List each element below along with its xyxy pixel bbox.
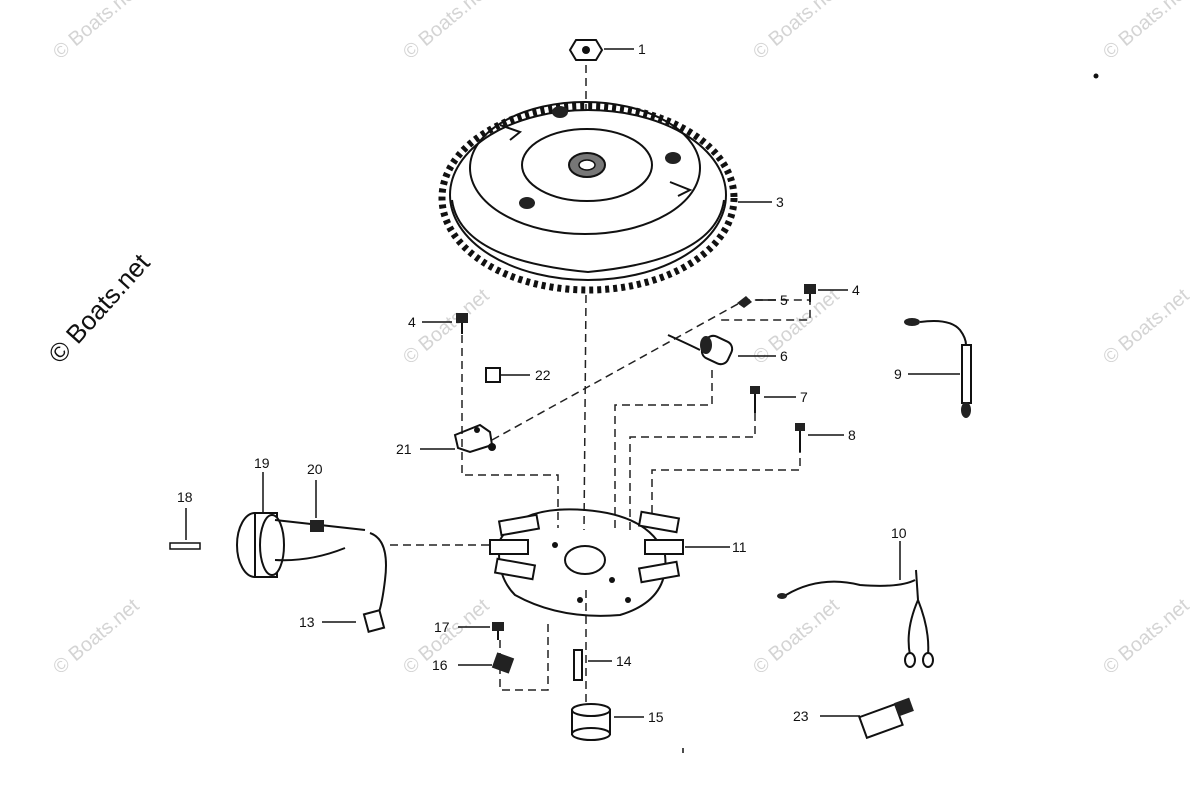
- callout-4: 4: [408, 314, 416, 330]
- callout-23: 23: [793, 708, 809, 724]
- part-7-screw: [750, 386, 760, 413]
- part-20-clamp: [310, 520, 324, 532]
- callout-15: 15: [648, 709, 664, 725]
- part-10-wire-harness: [777, 569, 934, 668]
- part-21-breaker-point: [453, 423, 496, 454]
- callout-4: 4: [852, 282, 860, 298]
- part-15-bushing: [571, 703, 611, 741]
- part-3-flywheel: [438, 101, 738, 294]
- leader-lines: [185, 48, 960, 718]
- watermark: © Boats.net: [1099, 284, 1194, 368]
- watermark: © Boats.net: [749, 0, 844, 64]
- watermark: © Boats.net: [1099, 0, 1194, 64]
- part-14-key: [573, 649, 583, 681]
- speck: [1093, 73, 1099, 79]
- callout-11: 11: [732, 539, 747, 555]
- watermark: © Boats.net: [49, 0, 144, 64]
- part-4-screw: [456, 313, 468, 334]
- callout-19: 19: [254, 455, 270, 471]
- watermark-layer: © Boats.net © Boats.net © Boats.net © Bo…: [42, 0, 1194, 679]
- callout-3: 3: [776, 194, 784, 210]
- part-22-clip: [485, 367, 501, 383]
- part-8-screw: [795, 423, 805, 452]
- part-17-screw: [492, 622, 504, 640]
- watermark: © Boats.net: [49, 594, 144, 678]
- callout-13: 13: [299, 614, 315, 630]
- watermark: © Boats.net: [399, 0, 494, 64]
- callout-labels: 1 3 4 4 5 6 7 8 9 10 11 13 14 15 16 17 1…: [177, 41, 907, 725]
- callout-10: 10: [891, 525, 907, 541]
- callout-9: 9: [894, 366, 902, 382]
- callout-8: 8: [848, 427, 856, 443]
- part-16-cam-wiper: [491, 652, 515, 674]
- watermark: © Boats.net: [749, 594, 844, 678]
- part-1-nut: [568, 39, 604, 61]
- callout-6: 6: [780, 348, 788, 364]
- callout-16: 16: [432, 657, 448, 673]
- part-18-pin: [169, 542, 201, 550]
- callout-22: 22: [535, 367, 551, 383]
- callout-1: 1: [638, 41, 646, 57]
- part-11-stator-plate: [489, 508, 684, 617]
- watermark-dark: © Boats.net: [42, 247, 156, 369]
- callout-5: 5: [780, 292, 788, 308]
- part-5-screw: [737, 296, 752, 308]
- watermark: © Boats.net: [1099, 594, 1194, 678]
- part-4-screw: [804, 284, 816, 302]
- callout-18: 18: [177, 489, 193, 505]
- part-9-lead-wire: [904, 318, 972, 418]
- part-13-spark-plug-lead: [362, 532, 387, 633]
- part-23-switch: [858, 697, 914, 740]
- callout-14: 14: [616, 653, 632, 669]
- callout-7: 7: [800, 389, 808, 405]
- callout-20: 20: [307, 461, 323, 477]
- part-19-ignition-coil: [236, 512, 366, 578]
- callout-17: 17: [434, 619, 450, 635]
- part-6-condenser: [667, 334, 734, 366]
- callout-21: 21: [396, 441, 412, 457]
